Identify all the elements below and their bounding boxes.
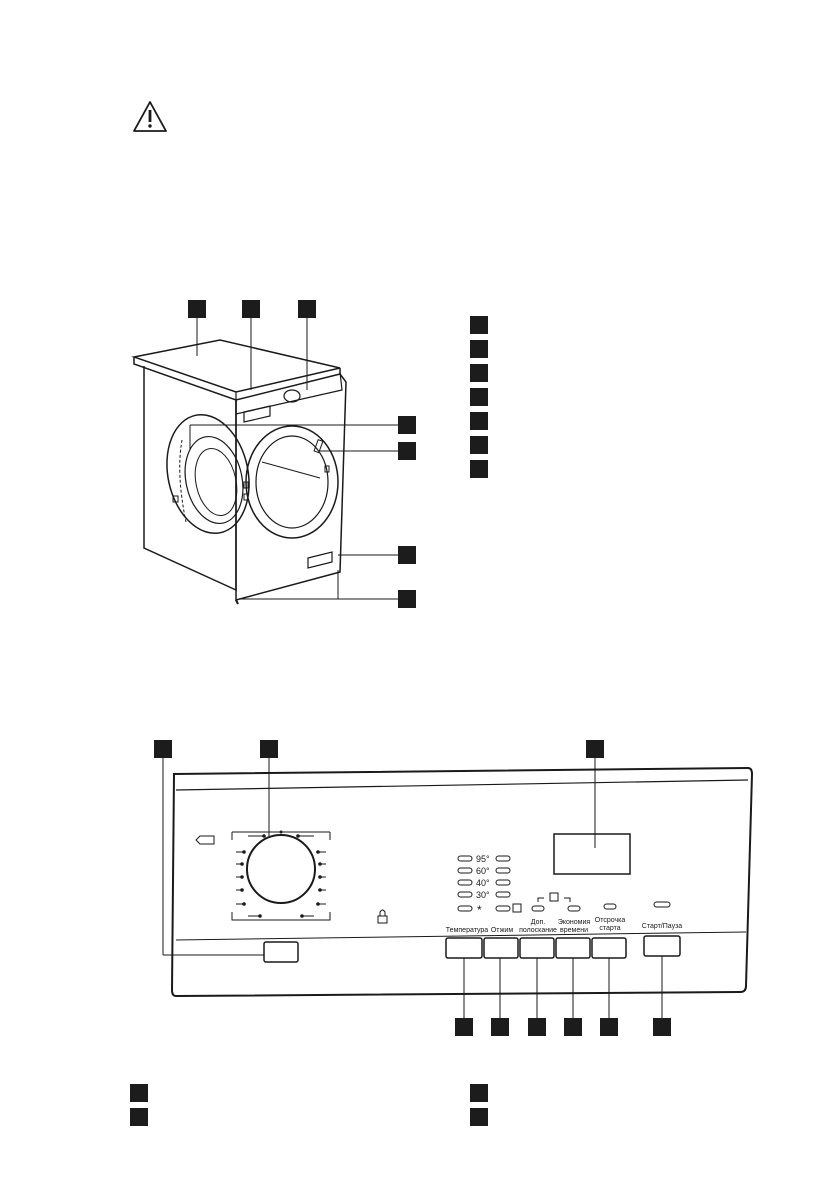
label-temperature: Температура: [446, 927, 489, 934]
start-pause-button: [643, 935, 681, 957]
temperature-button: [445, 937, 483, 959]
list-marker: [130, 1108, 148, 1126]
washing-machine-illustration: [131, 300, 416, 608]
callout-marker: [398, 590, 416, 608]
list-marker: [470, 316, 488, 334]
label-delay-1: Отсрочка: [595, 917, 626, 924]
list-marker: [470, 1108, 488, 1126]
component-list-markers: [470, 316, 488, 478]
callout-marker: [491, 1018, 509, 1036]
callout-marker: [600, 1018, 618, 1036]
list-marker: [130, 1084, 148, 1102]
list-marker: [470, 388, 488, 406]
temp-cold: *: [477, 903, 482, 917]
temp-60: 60°: [476, 866, 490, 876]
callout-marker: [260, 740, 278, 758]
label-time-2: времени: [560, 927, 588, 934]
callout-marker: [242, 300, 260, 318]
temp-40: 40°: [476, 878, 490, 888]
callout-marker: [298, 300, 316, 318]
list-marker: [470, 412, 488, 430]
list-marker: [470, 436, 488, 454]
warning-icon: [133, 101, 167, 132]
callout-marker: [455, 1018, 473, 1036]
control-panel-illustration: 95° 60° 40° 30° * Температура Отжим Доп.…: [154, 740, 754, 1036]
label-spin: Отжим: [491, 927, 513, 934]
callout-marker: [586, 740, 604, 758]
list-marker: [470, 1084, 488, 1102]
label-rinse-2: полоскание: [519, 927, 557, 934]
list-marker: [470, 340, 488, 358]
callout-marker: [188, 300, 206, 318]
callout-marker: [398, 546, 416, 564]
callout-marker: [653, 1018, 671, 1036]
time-save-button: [555, 937, 591, 959]
label-delay-2: старта: [599, 925, 620, 932]
label-rinse-1: Доп.: [531, 919, 546, 926]
label-start-pause: Старт/Пауза: [642, 923, 683, 930]
extra-rinse-button: [519, 937, 555, 959]
temp-95: 95°: [476, 854, 490, 864]
callout-marker: [528, 1018, 546, 1036]
delay-start-button: [591, 937, 627, 959]
temp-30: 30°: [476, 890, 490, 900]
callout-marker: [398, 442, 416, 460]
list-marker: [470, 364, 488, 382]
legend-markers-left: [130, 1084, 148, 1126]
callout-marker: [564, 1018, 582, 1036]
callout-marker: [398, 416, 416, 434]
callout-marker: [154, 740, 172, 758]
label-time-1: Экономия: [558, 919, 591, 926]
spin-button: [483, 937, 519, 959]
list-marker: [470, 460, 488, 478]
legend-markers-right: [470, 1084, 488, 1126]
